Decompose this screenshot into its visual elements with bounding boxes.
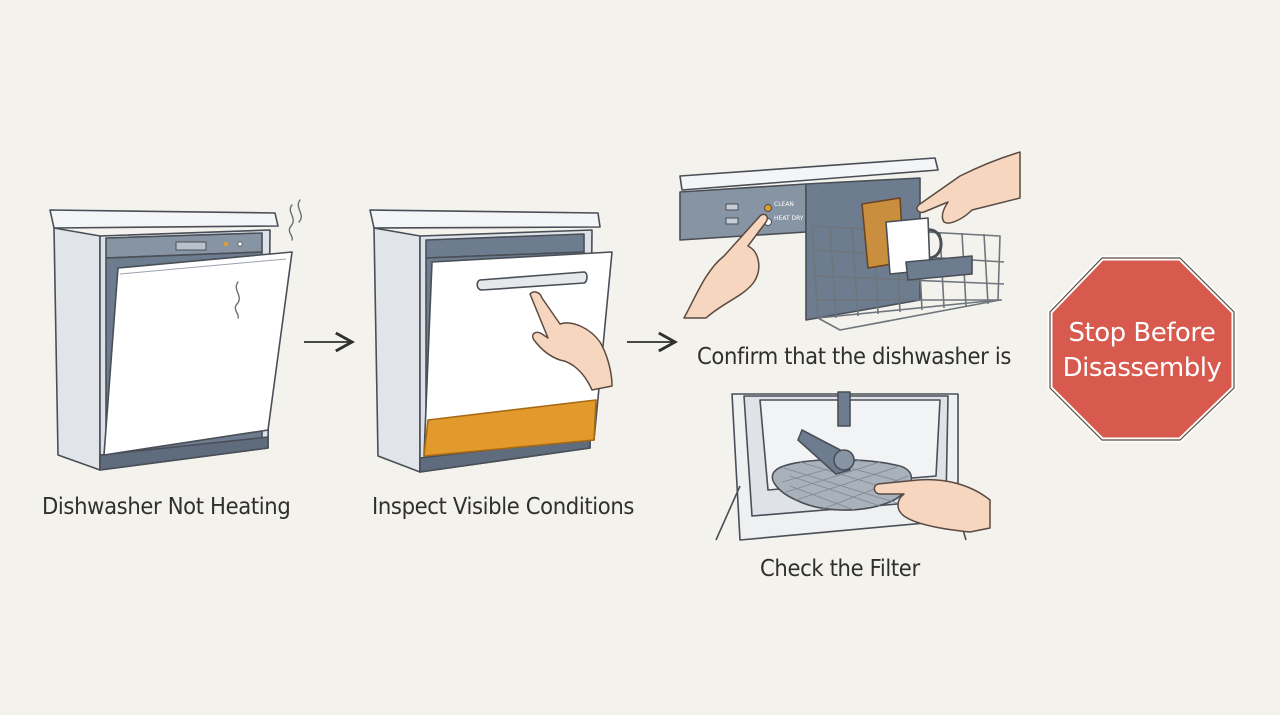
panel-labels: CLEAN HEAT DRY xyxy=(774,201,804,222)
dishwasher-1-illustration xyxy=(49,209,293,471)
step-2-label: Inspect Visible Conditions xyxy=(372,494,635,520)
hand-touching-filter-icon xyxy=(873,478,991,533)
hand-pointing-icon xyxy=(529,291,613,391)
panel-label-top: CLEAN xyxy=(774,201,794,208)
dishwasher-filter-illustration xyxy=(715,391,967,541)
step-1-label: Dishwasher Not Heating xyxy=(42,494,291,520)
hand-pressing-button-icon xyxy=(683,213,769,319)
step-4-label: Check the Filter xyxy=(760,556,920,582)
steam-icon xyxy=(234,199,302,319)
panel-label-bottom: HEAT DRY xyxy=(774,215,804,222)
step-3-label: Confirm that the dishwasher is xyxy=(697,344,1012,370)
stop-sign-text: Stop Before Disassembly xyxy=(1060,316,1224,386)
hand-holding-mug-icon xyxy=(916,151,1021,224)
stop-sign-line-1: Stop Before xyxy=(1068,318,1216,348)
stop-sign-icon xyxy=(1047,255,1237,443)
stop-sign-line-2: Disassembly xyxy=(1062,353,1222,383)
dishwasher-panel-illustration xyxy=(679,157,1005,331)
